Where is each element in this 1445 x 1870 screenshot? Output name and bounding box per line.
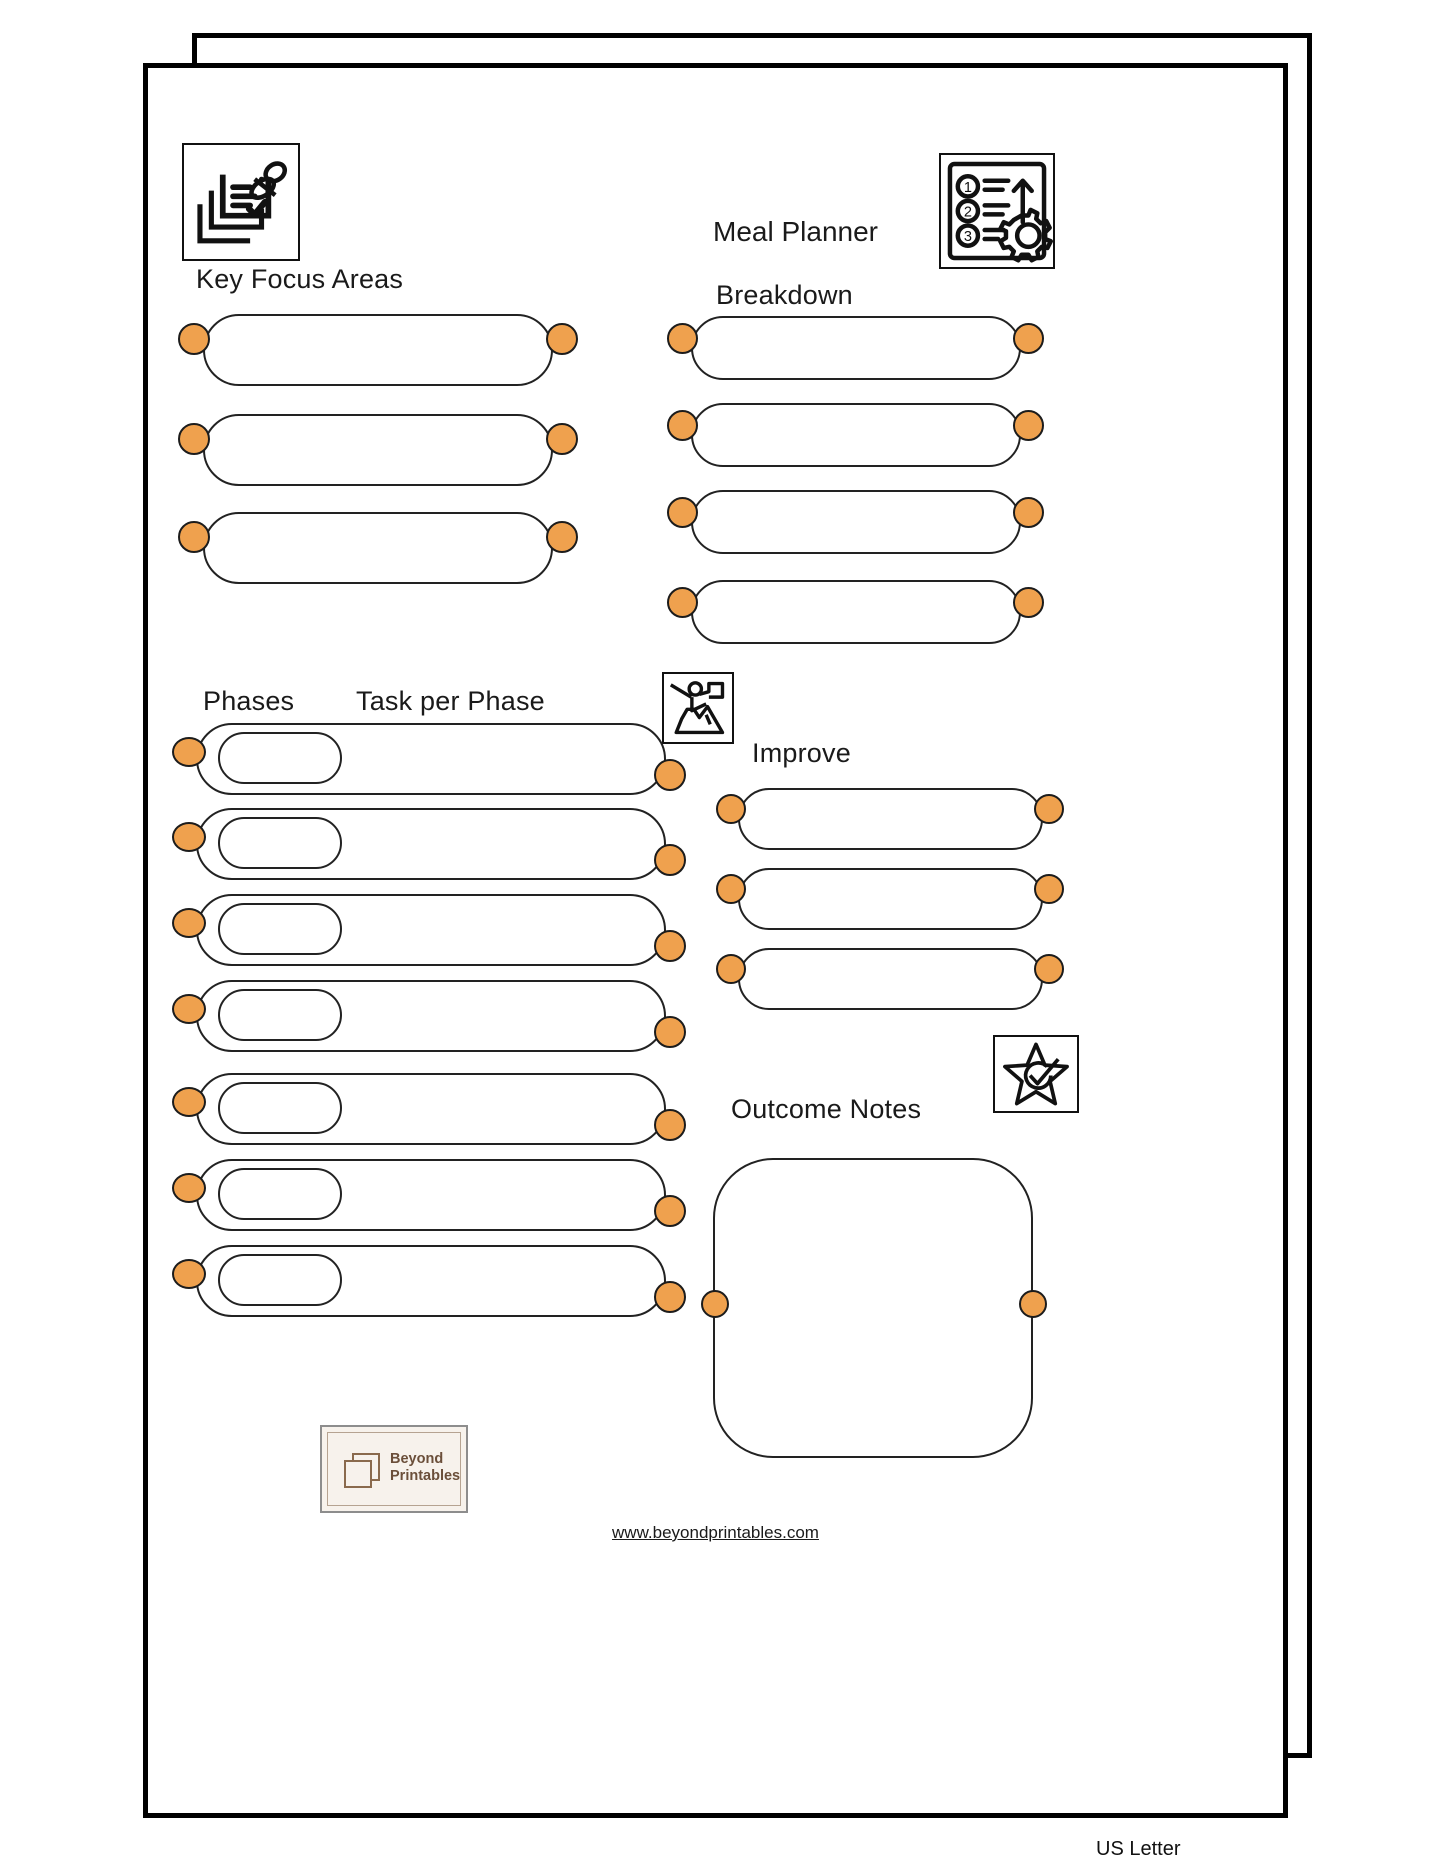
paper-size-label: US Letter bbox=[1096, 1838, 1181, 1860]
phase-row-6-dot-left bbox=[172, 1173, 206, 1203]
worksheet-content: Meal Planner 1 2 3 bbox=[148, 68, 1283, 1813]
outcome-notes-field[interactable] bbox=[713, 1158, 1033, 1458]
section-heading-breakdown: Breakdown bbox=[716, 280, 853, 310]
phase-label-field-3[interactable] bbox=[218, 903, 342, 955]
svg-text:2: 2 bbox=[964, 205, 972, 221]
breakdown-row-2-dot-left bbox=[667, 410, 698, 441]
phase-row-7-dot-right bbox=[654, 1281, 686, 1313]
site-url[interactable]: www.beyondprintables.com bbox=[612, 1523, 819, 1542]
phase-row-3-dot-left bbox=[172, 908, 206, 938]
phase-row-1-dot-left bbox=[172, 737, 206, 767]
section-heading-improve: Improve bbox=[752, 738, 851, 768]
breakdown-row-2-dot-right bbox=[1013, 410, 1044, 441]
section-heading-outcome-notes: Outcome Notes bbox=[731, 1094, 922, 1124]
key-focus-area-row-2-dot-left bbox=[178, 423, 210, 455]
improve-row-2-dot-right bbox=[1034, 874, 1064, 904]
phase-row-1-dot-right bbox=[654, 759, 686, 791]
worksheet-page: Meal Planner 1 2 3 bbox=[143, 63, 1288, 1818]
improve-row-2-dot-left bbox=[716, 874, 746, 904]
key-focus-area-row-1[interactable] bbox=[203, 314, 553, 386]
breakdown-row-3-dot-left bbox=[667, 497, 698, 528]
key-focus-area-row-3[interactable] bbox=[203, 512, 553, 584]
section-heading-task-per-phase: Task per Phase bbox=[356, 686, 545, 716]
numbered-steps-gear-icon: 1 2 3 bbox=[939, 153, 1055, 269]
phase-row-4-dot-right bbox=[654, 1016, 686, 1048]
improve-row-1-dot-left bbox=[716, 794, 746, 824]
breakdown-row-3[interactable] bbox=[691, 490, 1021, 554]
key-focus-area-row-3-dot-left bbox=[178, 521, 210, 553]
brand-name-line2: Printables bbox=[390, 1468, 461, 1484]
phase-row-2-dot-left bbox=[172, 822, 206, 852]
section-heading-key-focus-areas: Key Focus Areas bbox=[196, 264, 404, 294]
improve-row-3-dot-right bbox=[1034, 954, 1064, 984]
page-title: Meal Planner bbox=[713, 216, 878, 247]
phase-label-field-7[interactable] bbox=[218, 1254, 342, 1306]
breakdown-row-4-dot-left bbox=[667, 587, 698, 618]
phase-label-field-6[interactable] bbox=[218, 1168, 342, 1220]
phase-row-3-dot-right bbox=[654, 930, 686, 962]
breakdown-row-3-dot-right bbox=[1013, 497, 1044, 528]
brand-mark-icon bbox=[344, 1453, 382, 1489]
phase-row-5-dot-right bbox=[654, 1109, 686, 1141]
breakdown-row-1[interactable] bbox=[691, 316, 1021, 380]
phase-label-field-1[interactable] bbox=[218, 732, 342, 784]
svg-text:3: 3 bbox=[964, 229, 972, 245]
improve-row-2[interactable] bbox=[738, 868, 1043, 930]
breakdown-row-2[interactable] bbox=[691, 403, 1021, 467]
improve-row-3[interactable] bbox=[738, 948, 1043, 1010]
improve-row-3-dot-left bbox=[716, 954, 746, 984]
phase-label-field-2[interactable] bbox=[218, 817, 342, 869]
mountain-flag-achievement-icon bbox=[662, 672, 734, 744]
phase-label-field-4[interactable] bbox=[218, 989, 342, 1041]
phase-row-7-dot-left bbox=[172, 1259, 206, 1289]
key-focus-area-row-1-dot-right bbox=[546, 323, 578, 355]
improve-row-1[interactable] bbox=[738, 788, 1043, 850]
svg-text:1: 1 bbox=[964, 180, 972, 196]
breakdown-row-4-dot-right bbox=[1013, 587, 1044, 618]
key-focus-area-row-2[interactable] bbox=[203, 414, 553, 486]
checklist-pushpin-icon bbox=[182, 143, 300, 261]
breakdown-row-4[interactable] bbox=[691, 580, 1021, 644]
brand-square-front bbox=[344, 1460, 372, 1488]
brand-name-line1: Beyond bbox=[390, 1451, 444, 1467]
phase-label-field-5[interactable] bbox=[218, 1082, 342, 1134]
phase-row-2-dot-right bbox=[654, 844, 686, 876]
key-focus-area-row-1-dot-left bbox=[178, 323, 210, 355]
breakdown-row-1-dot-left bbox=[667, 323, 698, 354]
outcome-notes-dot-left bbox=[701, 1290, 729, 1318]
key-focus-area-row-2-dot-right bbox=[546, 423, 578, 455]
outcome-notes-dot-right bbox=[1019, 1290, 1047, 1318]
phase-row-6-dot-right bbox=[654, 1195, 686, 1227]
brand-logo-border bbox=[327, 1432, 461, 1506]
phase-row-4-dot-left bbox=[172, 994, 206, 1024]
breakdown-row-1-dot-right bbox=[1013, 323, 1044, 354]
section-heading-phases: Phases bbox=[203, 686, 295, 716]
phase-row-5-dot-left bbox=[172, 1087, 206, 1117]
improve-row-1-dot-right bbox=[1034, 794, 1064, 824]
key-focus-area-row-3-dot-right bbox=[546, 521, 578, 553]
star-check-icon bbox=[993, 1035, 1079, 1113]
